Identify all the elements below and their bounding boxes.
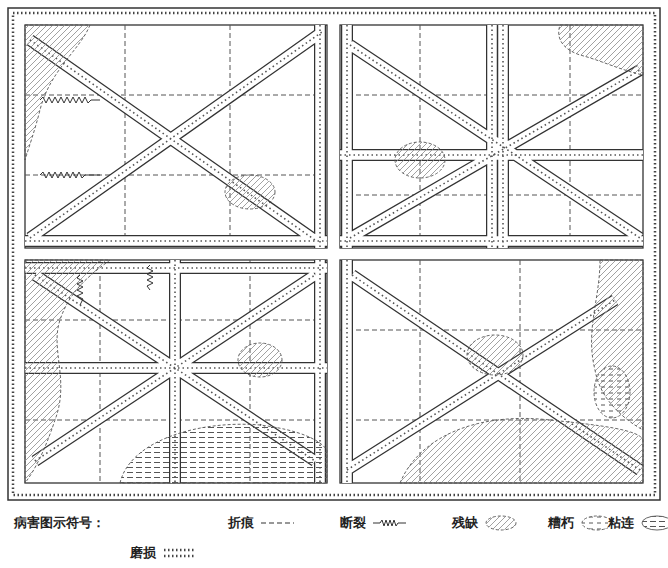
fold-lines: [25, 25, 643, 483]
legend-sample: [162, 544, 197, 562]
legend-text: 折痕: [228, 515, 254, 531]
legend-text: 粘连: [608, 515, 634, 531]
legend-heading: 病害图示符号：: [14, 515, 105, 531]
loss-areas: [25, 25, 643, 483]
worn-bands: [25, 25, 643, 483]
legend-text: 磨损: [130, 545, 156, 561]
legend-text: 糟朽: [548, 515, 574, 531]
panel-frames: [25, 25, 643, 483]
legend-text: 残缺: [452, 515, 478, 531]
wear-border: [13, 13, 655, 495]
legend-sample: [372, 514, 407, 532]
adhesion-and-decay: [120, 366, 630, 483]
legend-sample: [484, 514, 519, 532]
legend-text: 断裂: [340, 515, 366, 531]
legend-sample: [260, 514, 295, 532]
outer-border: [8, 8, 660, 500]
legend-sample: [640, 514, 668, 532]
